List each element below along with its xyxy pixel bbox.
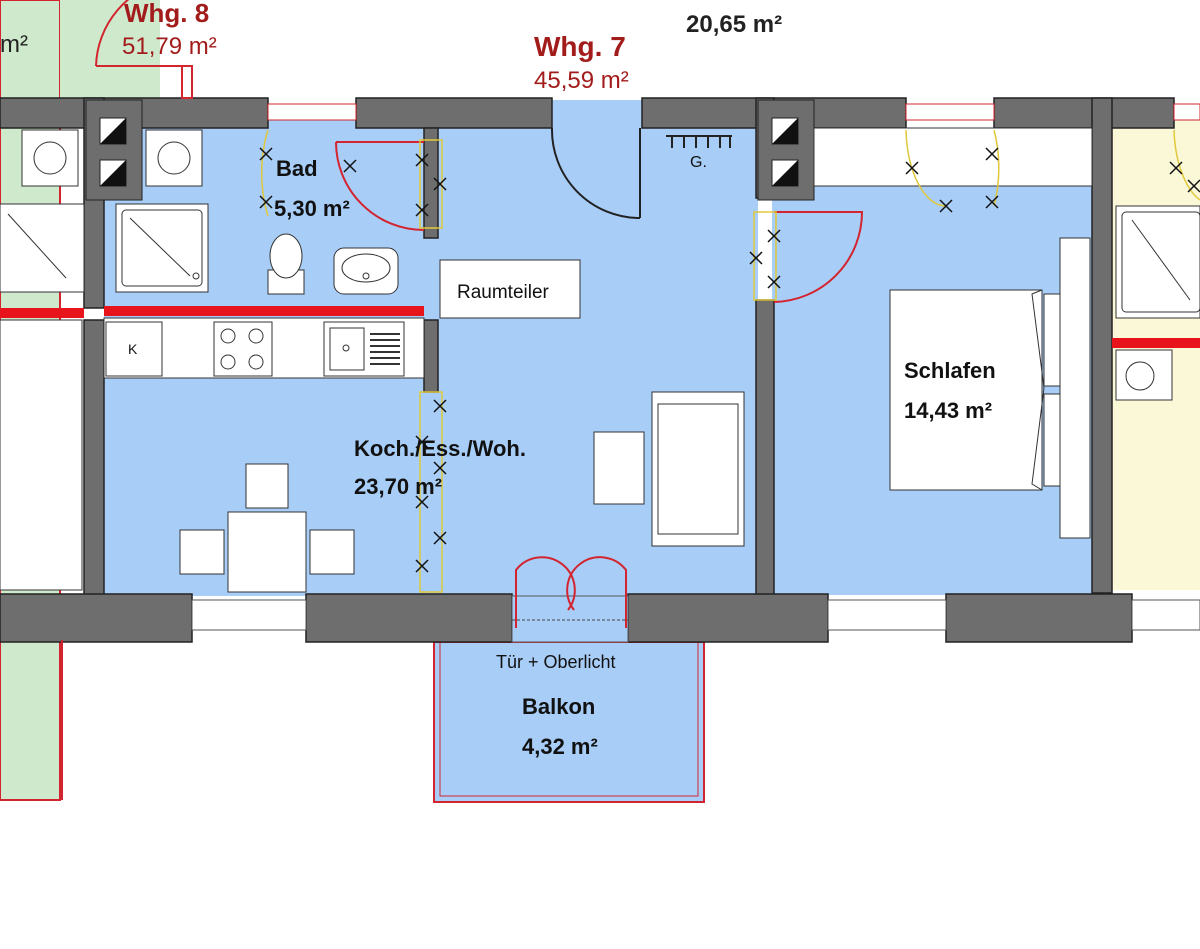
washing-machine [1115,349,1173,401]
room-name-bad: Bad [276,156,318,181]
counter-right [813,127,1093,187]
wardrobe-label: G. [690,154,707,171]
fire-wall [0,306,1200,348]
right-unit-area: 20,65 m² [686,11,782,38]
sink-drainer [370,333,400,365]
door-note: Tür + Oberlicht [496,652,616,672]
room-name-bedroom: Schlafen [904,358,996,383]
neighbor-unit-area: 51,79 m² [122,33,217,60]
wardrobe [666,135,732,148]
shaft [85,99,815,201]
shower [115,203,209,293]
fridge-label: K [128,341,138,357]
washing-machine [21,129,203,187]
washbasin [333,247,399,295]
room-name-balcony: Balkon [522,694,595,719]
bed [0,319,83,591]
kitchen-counter [103,317,425,379]
neighbor-unit-name: Whg. 8 [124,0,209,28]
room-divider [439,259,581,319]
room-area-balcony: 4,32 m² [522,734,598,759]
unit-area: 45,59 m² [534,67,629,94]
sofa [593,391,745,547]
hall-entry-fill [552,100,642,120]
entry-door [550,127,641,219]
toilet [267,233,305,295]
window [267,103,1200,121]
sliding-door [261,129,1200,593]
balcony-fill [433,641,705,803]
shower [0,203,1200,319]
room-area-bedroom: 14,43 m² [904,398,992,423]
dining-table [179,463,355,593]
left-unit-area-fragment: m² [0,31,28,58]
walls [0,97,1175,643]
room-area-living: 23,70 m² [354,474,442,499]
room-area-bad: 5,30 m² [274,196,350,221]
room-name-living: Koch./Ess./Woh. [354,436,526,461]
bed [889,237,1091,539]
neighbor-unit-left-top [60,0,160,98]
door-swing [61,0,864,800]
room-divider-label: Raumteiler [457,282,550,303]
cross-marker [259,147,1200,573]
window [191,595,1200,643]
unit-name: Whg. 7 [534,31,626,62]
